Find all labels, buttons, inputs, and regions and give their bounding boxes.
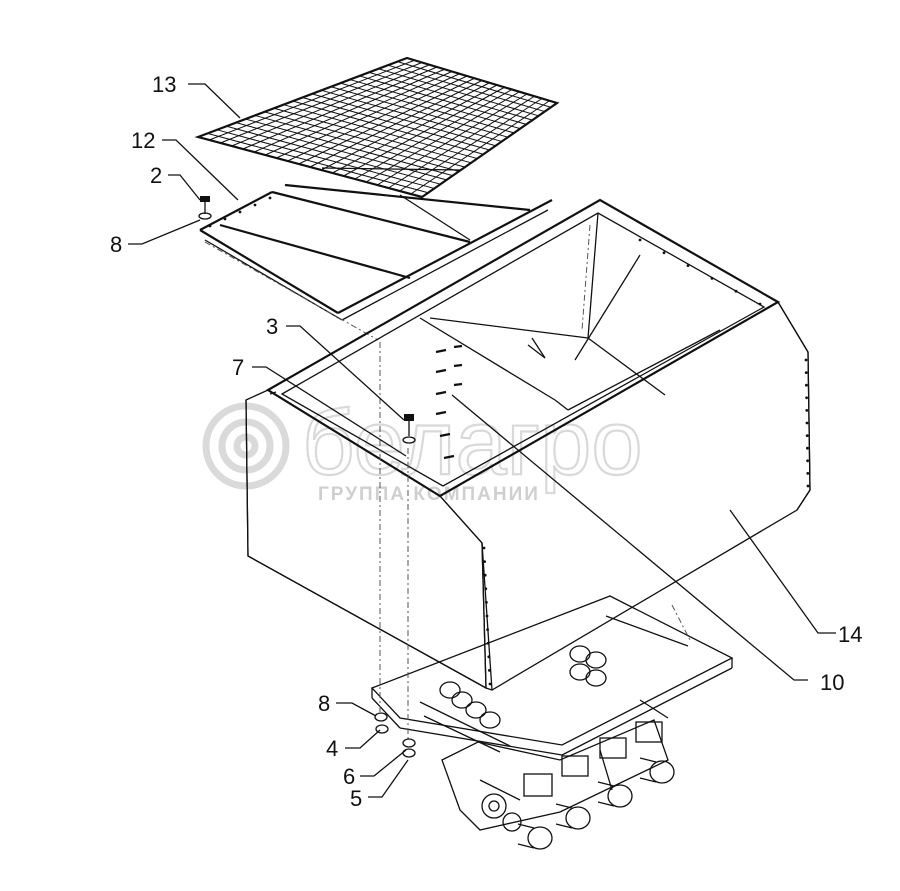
rivet-dot <box>483 573 487 577</box>
screen-gridline <box>287 75 468 162</box>
rivet-dot <box>686 264 690 267</box>
rivet-dot <box>485 601 488 604</box>
screen-gridline <box>253 68 445 153</box>
callout-7: 7 <box>232 355 244 380</box>
rivet-dot <box>253 203 257 207</box>
rivet-dot <box>734 289 738 293</box>
bolt-icon <box>402 414 416 444</box>
callout-5: 5 <box>350 786 362 811</box>
rivet-dot <box>806 484 810 488</box>
inner-wall-slots <box>435 344 463 460</box>
alignment-lines <box>379 342 691 740</box>
rivet-dot <box>806 459 809 463</box>
rivet-dot <box>488 682 492 686</box>
screen-gridline <box>354 89 513 180</box>
screen-gridline <box>220 62 423 144</box>
screen-gridline <box>276 73 460 159</box>
callout-2: 2 <box>150 163 162 188</box>
callout-4: 4 <box>326 736 338 761</box>
rivet-dot <box>486 628 489 631</box>
callout-14: 14 <box>838 622 862 647</box>
gear-hubs <box>481 793 522 832</box>
watermark: белагро ГРУППА КОМПАНИИ <box>202 391 644 505</box>
rivet-dot <box>485 614 489 618</box>
screen-gridline <box>242 66 438 150</box>
rivet-dot <box>223 217 227 221</box>
callout-8: 8 <box>110 232 122 257</box>
hopper-body-part-14 <box>208 196 811 691</box>
rivet-dot <box>638 238 642 242</box>
screen-gridline <box>320 82 490 171</box>
rivet-dot <box>758 302 762 306</box>
outlet-tubes <box>517 757 675 850</box>
callout-3: 3 <box>266 314 278 339</box>
screen-gridline <box>264 71 453 156</box>
screen-gridline <box>410 100 550 195</box>
metering-discs <box>439 645 607 729</box>
rivet-dot <box>710 277 714 280</box>
leader-lines <box>128 83 836 798</box>
callout-13: 13 <box>152 72 176 97</box>
rivet-dot <box>238 210 242 214</box>
screen-gridlines <box>207 59 552 195</box>
screen-gridline <box>399 98 543 192</box>
rivet-dot <box>806 472 810 475</box>
rivet-dot <box>805 421 809 425</box>
rivet-dot <box>805 409 809 412</box>
rivet-dot <box>483 560 486 563</box>
screen-gridline <box>376 93 528 186</box>
screen-gridline <box>231 64 430 147</box>
screen-gridline <box>332 84 498 174</box>
callout-8b: 8 <box>318 691 330 716</box>
screen-gridline <box>298 77 475 165</box>
screen-gridline <box>388 95 535 189</box>
rivet-dot <box>482 546 486 550</box>
callout-10: 10 <box>820 670 844 695</box>
screen-gridline <box>209 59 415 141</box>
screen-gridline <box>365 91 520 183</box>
rivet-dot <box>806 446 809 450</box>
screen-gridline <box>309 80 483 168</box>
bolt-icon <box>198 196 212 220</box>
callout-6: 6 <box>343 764 355 789</box>
screen-gridline <box>343 86 505 177</box>
rivet-dot <box>488 669 491 672</box>
watermark-subtitle: ГРУППА КОМПАНИИ <box>318 484 540 505</box>
base-metering-unit <box>370 595 734 850</box>
rivet-dot <box>268 196 272 200</box>
rivet-dot <box>805 396 808 400</box>
rivet-dot <box>484 587 488 591</box>
rivet-dot <box>662 251 666 255</box>
frame-part-12 <box>199 167 553 341</box>
rivet-dot <box>805 383 808 387</box>
callout-12: 12 <box>131 128 155 153</box>
rivet-dots <box>208 196 810 686</box>
rivet-dot <box>804 371 808 374</box>
rivet-dot <box>487 655 491 659</box>
rivet-dot <box>805 434 809 437</box>
rivet-dot <box>208 224 212 228</box>
rivet-dot <box>804 358 808 362</box>
screen-grid-part-13 <box>194 56 560 199</box>
callout-labels: 13 12 2 8 3 7 14 10 8 4 6 5 <box>110 72 862 811</box>
